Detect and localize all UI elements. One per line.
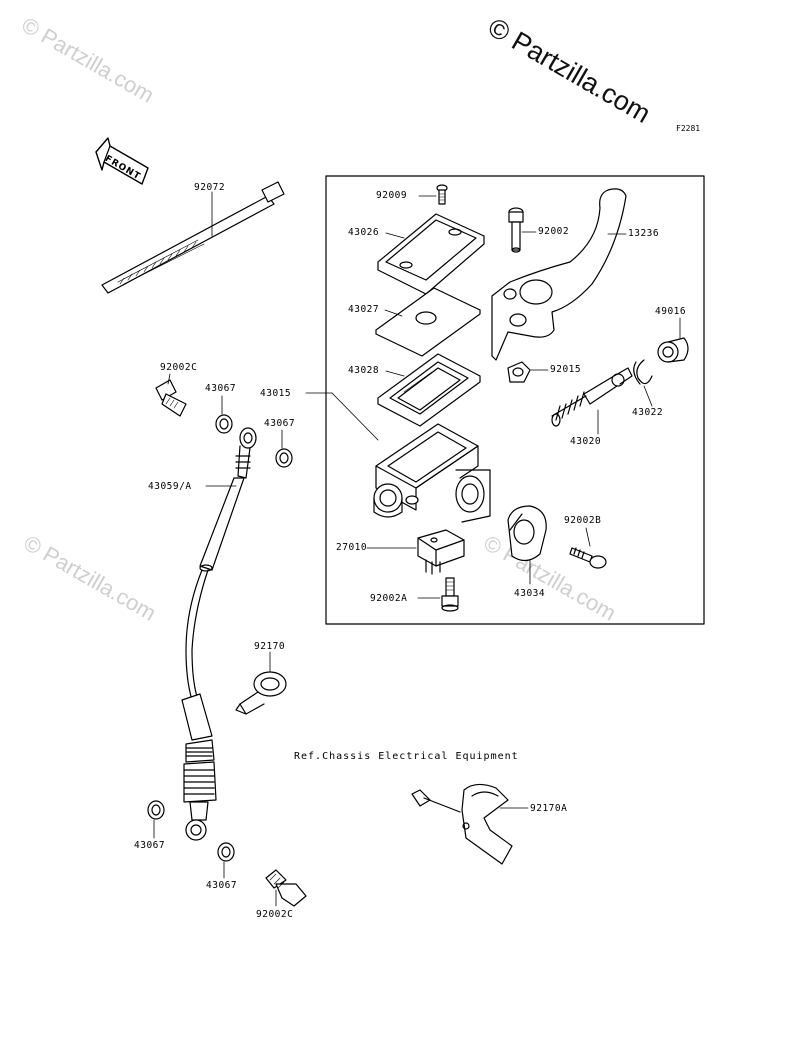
brake-hose-43059a	[181, 427, 257, 841]
brake-lever-13236	[491, 188, 627, 361]
label-43059a: 43059/A	[148, 481, 192, 492]
label-92002a: 92002A	[370, 593, 408, 604]
washer-43067-a	[215, 414, 233, 434]
clamp-43034	[507, 505, 547, 562]
hose-clamp-92170	[235, 671, 287, 715]
bolt-92002a	[441, 577, 459, 612]
screw-92009	[436, 184, 448, 205]
label-49016: 49016	[655, 306, 687, 317]
label-27010: 27010	[336, 542, 368, 553]
diaphragm-43028	[377, 353, 481, 427]
label-43067-d: 43067	[206, 880, 238, 891]
circlip-43022	[633, 359, 653, 385]
label-13236: 13236	[628, 228, 660, 239]
label-43027: 43027	[348, 304, 380, 315]
label-43067-c: 43067	[134, 840, 166, 851]
brake-switch-27010	[417, 529, 465, 575]
cable-tie-92072	[101, 181, 285, 294]
label-92015: 92015	[550, 364, 582, 375]
boot-49016	[657, 337, 689, 363]
label-43020: 43020	[570, 436, 602, 447]
front-arrow-icon	[95, 137, 149, 185]
label-92002b: 92002B	[564, 515, 602, 526]
assembly-box	[325, 175, 705, 625]
label-43034: 43034	[514, 588, 546, 599]
label-43022: 43022	[632, 407, 664, 418]
washer-43067-b	[275, 448, 293, 468]
reservoir-cap-43026	[377, 213, 485, 295]
label-92170: 92170	[254, 641, 286, 652]
label-92072: 92072	[194, 182, 226, 193]
label-92170a: 92170A	[530, 803, 568, 814]
diaphragm-plate-43027	[375, 287, 481, 357]
bracket-92170a	[411, 783, 513, 865]
reference-note: Ref.Chassis Electrical Equipment	[294, 751, 519, 762]
bolt-92002b	[569, 547, 607, 569]
banjo-bolt-92002c-top	[155, 379, 187, 417]
washer-43067-c	[147, 800, 165, 820]
nut-92015	[507, 361, 531, 383]
label-43026: 43026	[348, 227, 380, 238]
label-43067-a: 43067	[205, 383, 237, 394]
washer-43067-d	[217, 842, 235, 862]
banjo-bolt-92002c-bottom	[265, 869, 307, 907]
label-92002: 92002	[538, 226, 570, 237]
label-92002c-top: 92002C	[160, 362, 198, 373]
label-92002c-bottom: 92002C	[256, 909, 294, 920]
label-43067-b: 43067	[264, 418, 296, 429]
figure-code: F2281	[676, 124, 701, 133]
label-43028: 43028	[348, 365, 380, 376]
master-cylinder-body-43015	[373, 423, 491, 523]
piston-assembly-43020	[551, 367, 633, 427]
label-43015: 43015	[260, 388, 292, 399]
label-92009: 92009	[376, 190, 408, 201]
pivot-bolt-92002	[508, 207, 524, 253]
